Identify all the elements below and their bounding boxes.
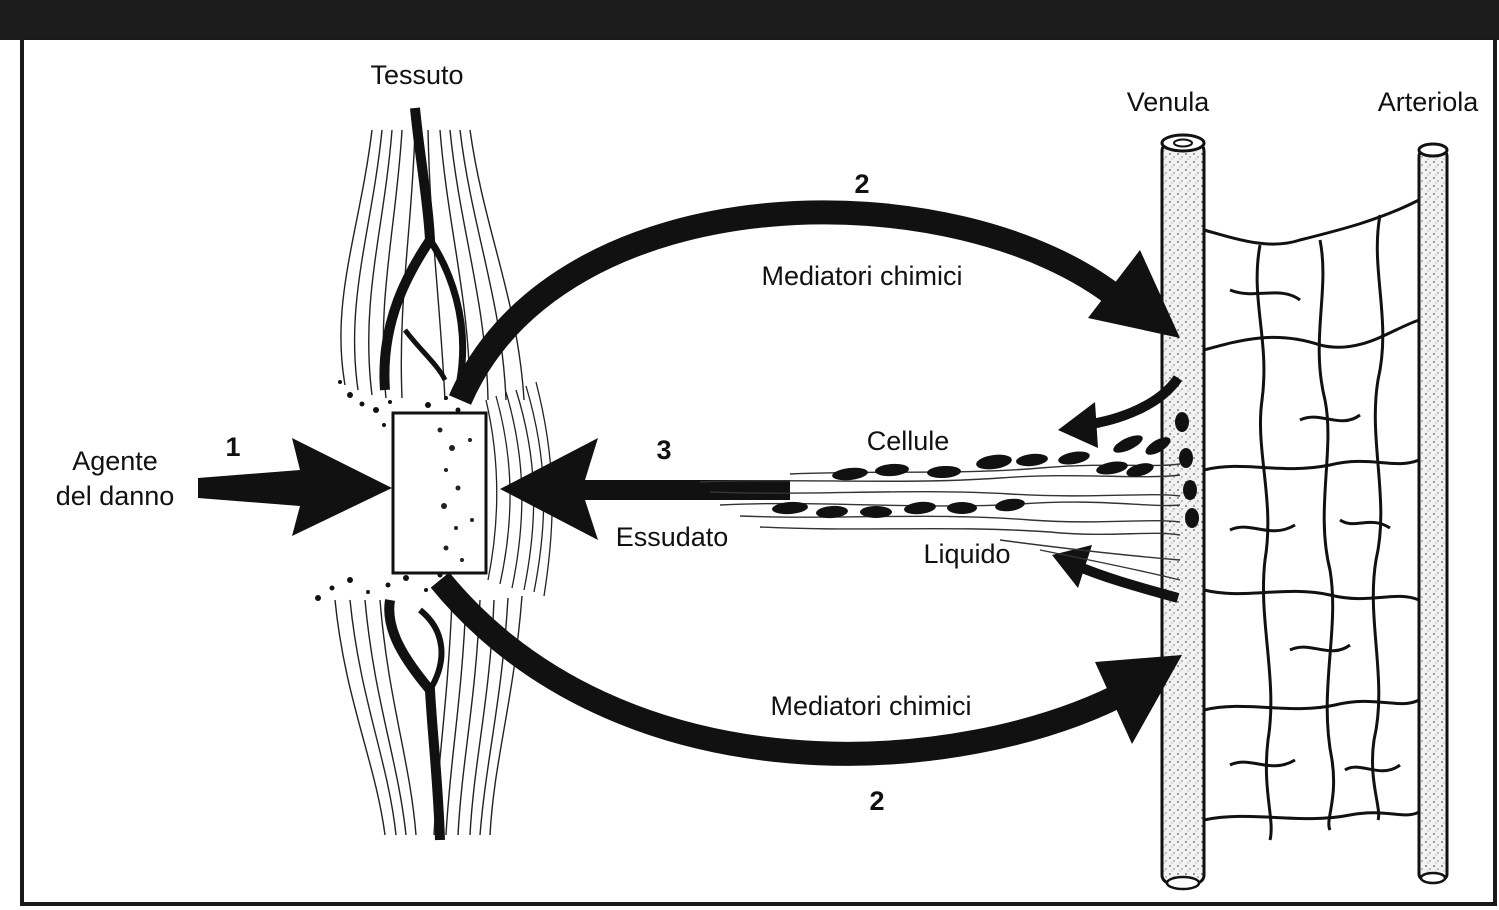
label-agent-line1: Agente (72, 446, 158, 476)
capillary-network (1204, 200, 1419, 840)
step-number-3: 3 (656, 435, 671, 465)
tissue-debris-lower (315, 573, 443, 602)
arrow-2-bottom (440, 580, 1182, 754)
label-liquid: Liquido (923, 539, 1010, 569)
venule (1162, 135, 1204, 889)
damage-site-box (393, 413, 486, 573)
label-arteriole: Arteriola (1378, 87, 1480, 117)
label-tissue: Tessuto (370, 60, 463, 90)
label-agent-line2: del danno (56, 481, 175, 511)
diagram-frame (22, 38, 1495, 904)
arteriole (1419, 144, 1447, 883)
step-number-2-top: 2 (854, 169, 869, 199)
label-exudate: Essudato (616, 522, 729, 552)
top-banner (0, 0, 1499, 40)
arrow-cells-emigration (1058, 378, 1178, 448)
label-mediators-top: Mediatori chimici (761, 261, 962, 291)
arrow-2-top (460, 212, 1180, 400)
step-number-1: 1 (225, 432, 240, 462)
label-cells: Cellule (867, 426, 950, 456)
cells-stream (772, 412, 1199, 528)
arrow-liquid-exudation (1052, 545, 1178, 598)
label-venule: Venula (1127, 87, 1211, 117)
label-mediators-bottom: Mediatori chimici (770, 691, 971, 721)
step-number-2-bottom: 2 (869, 786, 884, 816)
